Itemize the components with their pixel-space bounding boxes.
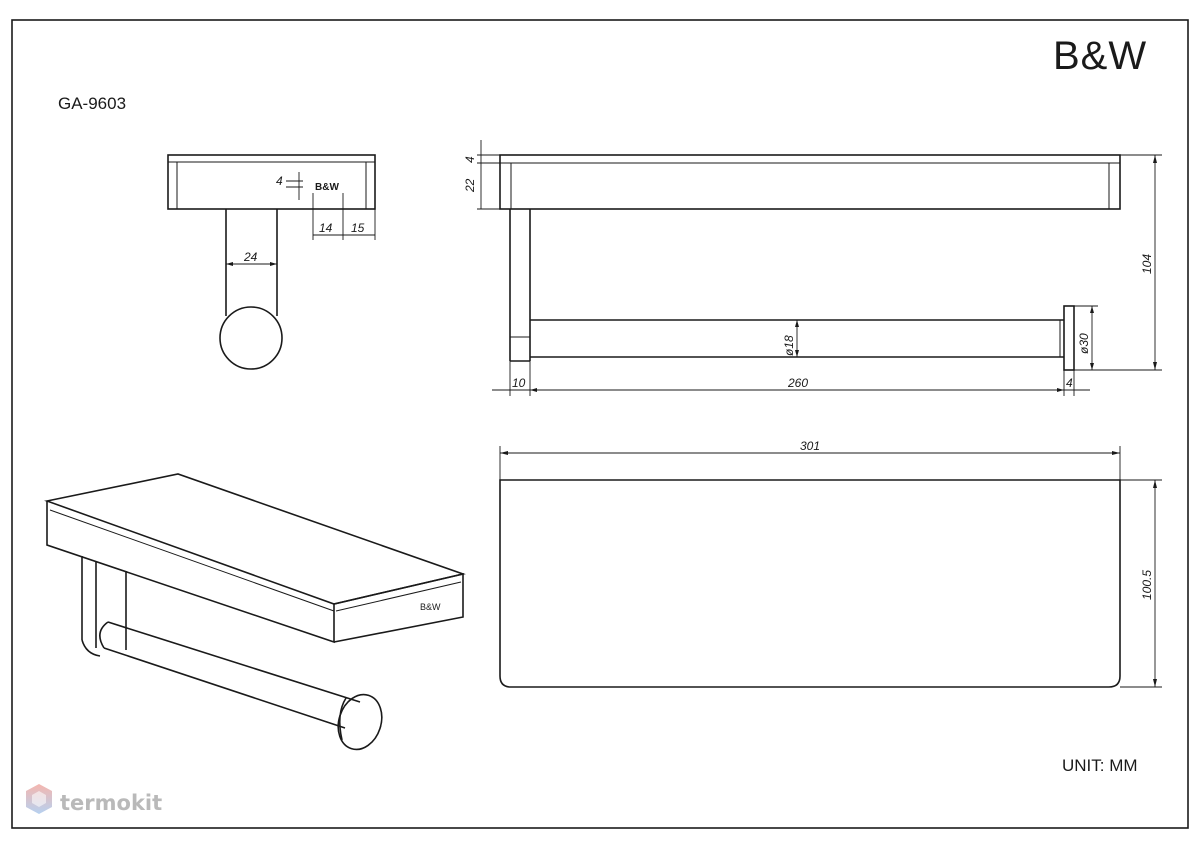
- front-dim-post-width: 10: [512, 376, 526, 390]
- front-dim-bar-diameter: ø18: [782, 335, 796, 356]
- front-dim-shelf-height: 22: [463, 178, 477, 193]
- brand-logo: B&W: [1053, 34, 1147, 78]
- model-number: GA-9603: [58, 94, 126, 113]
- side-dim-post-width: 24: [243, 250, 258, 264]
- unit-label: UNIT: MM: [1062, 756, 1138, 775]
- side-dim-plate: 4: [276, 174, 283, 188]
- front-dim-top-plate: 4: [463, 156, 477, 163]
- front-dim-bar-length: 260: [787, 376, 808, 390]
- side-dim-logo-offset: 15: [351, 221, 365, 235]
- watermark-text: termokit: [60, 791, 162, 815]
- front-dim-end-diameter: ø30: [1077, 333, 1091, 354]
- top-view: 301 100.5: [499, 439, 1162, 688]
- front-dim-end-thickness: 4: [1066, 376, 1073, 390]
- sheet-border: [11, 19, 1189, 829]
- watermark-logo: termokit: [26, 784, 162, 815]
- top-dim-width: 301: [800, 439, 820, 453]
- front-dim-total-height: 104: [1140, 254, 1154, 274]
- side-dim-logo-width: 14: [319, 221, 333, 235]
- iso-logo-mark: B&W: [420, 602, 441, 612]
- top-dim-depth: 100.5: [1140, 570, 1154, 600]
- side-view: 4 B&W 14 15 24: [167, 154, 376, 370]
- iso-view: B&W: [44, 473, 466, 751]
- front-view: 4 22 104 ø18 ø30 10 260 4: [463, 140, 1162, 396]
- side-logo-mark: B&W: [315, 182, 339, 193]
